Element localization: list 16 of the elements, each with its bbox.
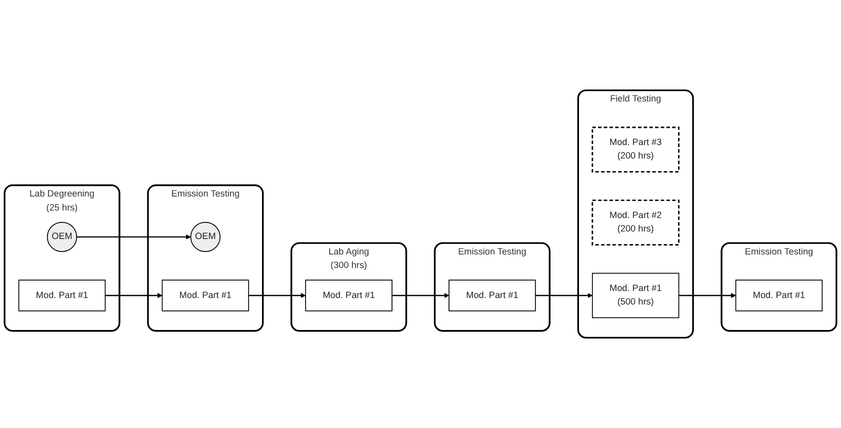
node-box: Mod. Part #3 (200 hrs) — [592, 126, 680, 173]
node-box: Mod. Part #1 — [305, 280, 392, 312]
node-box: Mod. Part #1 (500 hrs) — [592, 272, 680, 318]
node-box: Mod. Part #1 — [162, 280, 250, 312]
arrow — [105, 293, 162, 298]
arrow — [392, 293, 450, 298]
arrow — [76, 234, 191, 240]
node-box: Mod. Part #1 — [448, 280, 536, 312]
node-box: Mod. Part #1 — [18, 280, 106, 312]
node-circle: OEM — [46, 222, 78, 252]
arrow — [535, 293, 593, 298]
node-circle: OEM — [190, 222, 220, 252]
arrow — [678, 293, 736, 298]
node-box: Mod. Part #2 (200 hrs) — [592, 200, 680, 246]
node-box: Mod. Part #1 — [735, 280, 823, 312]
arrow — [248, 293, 306, 298]
